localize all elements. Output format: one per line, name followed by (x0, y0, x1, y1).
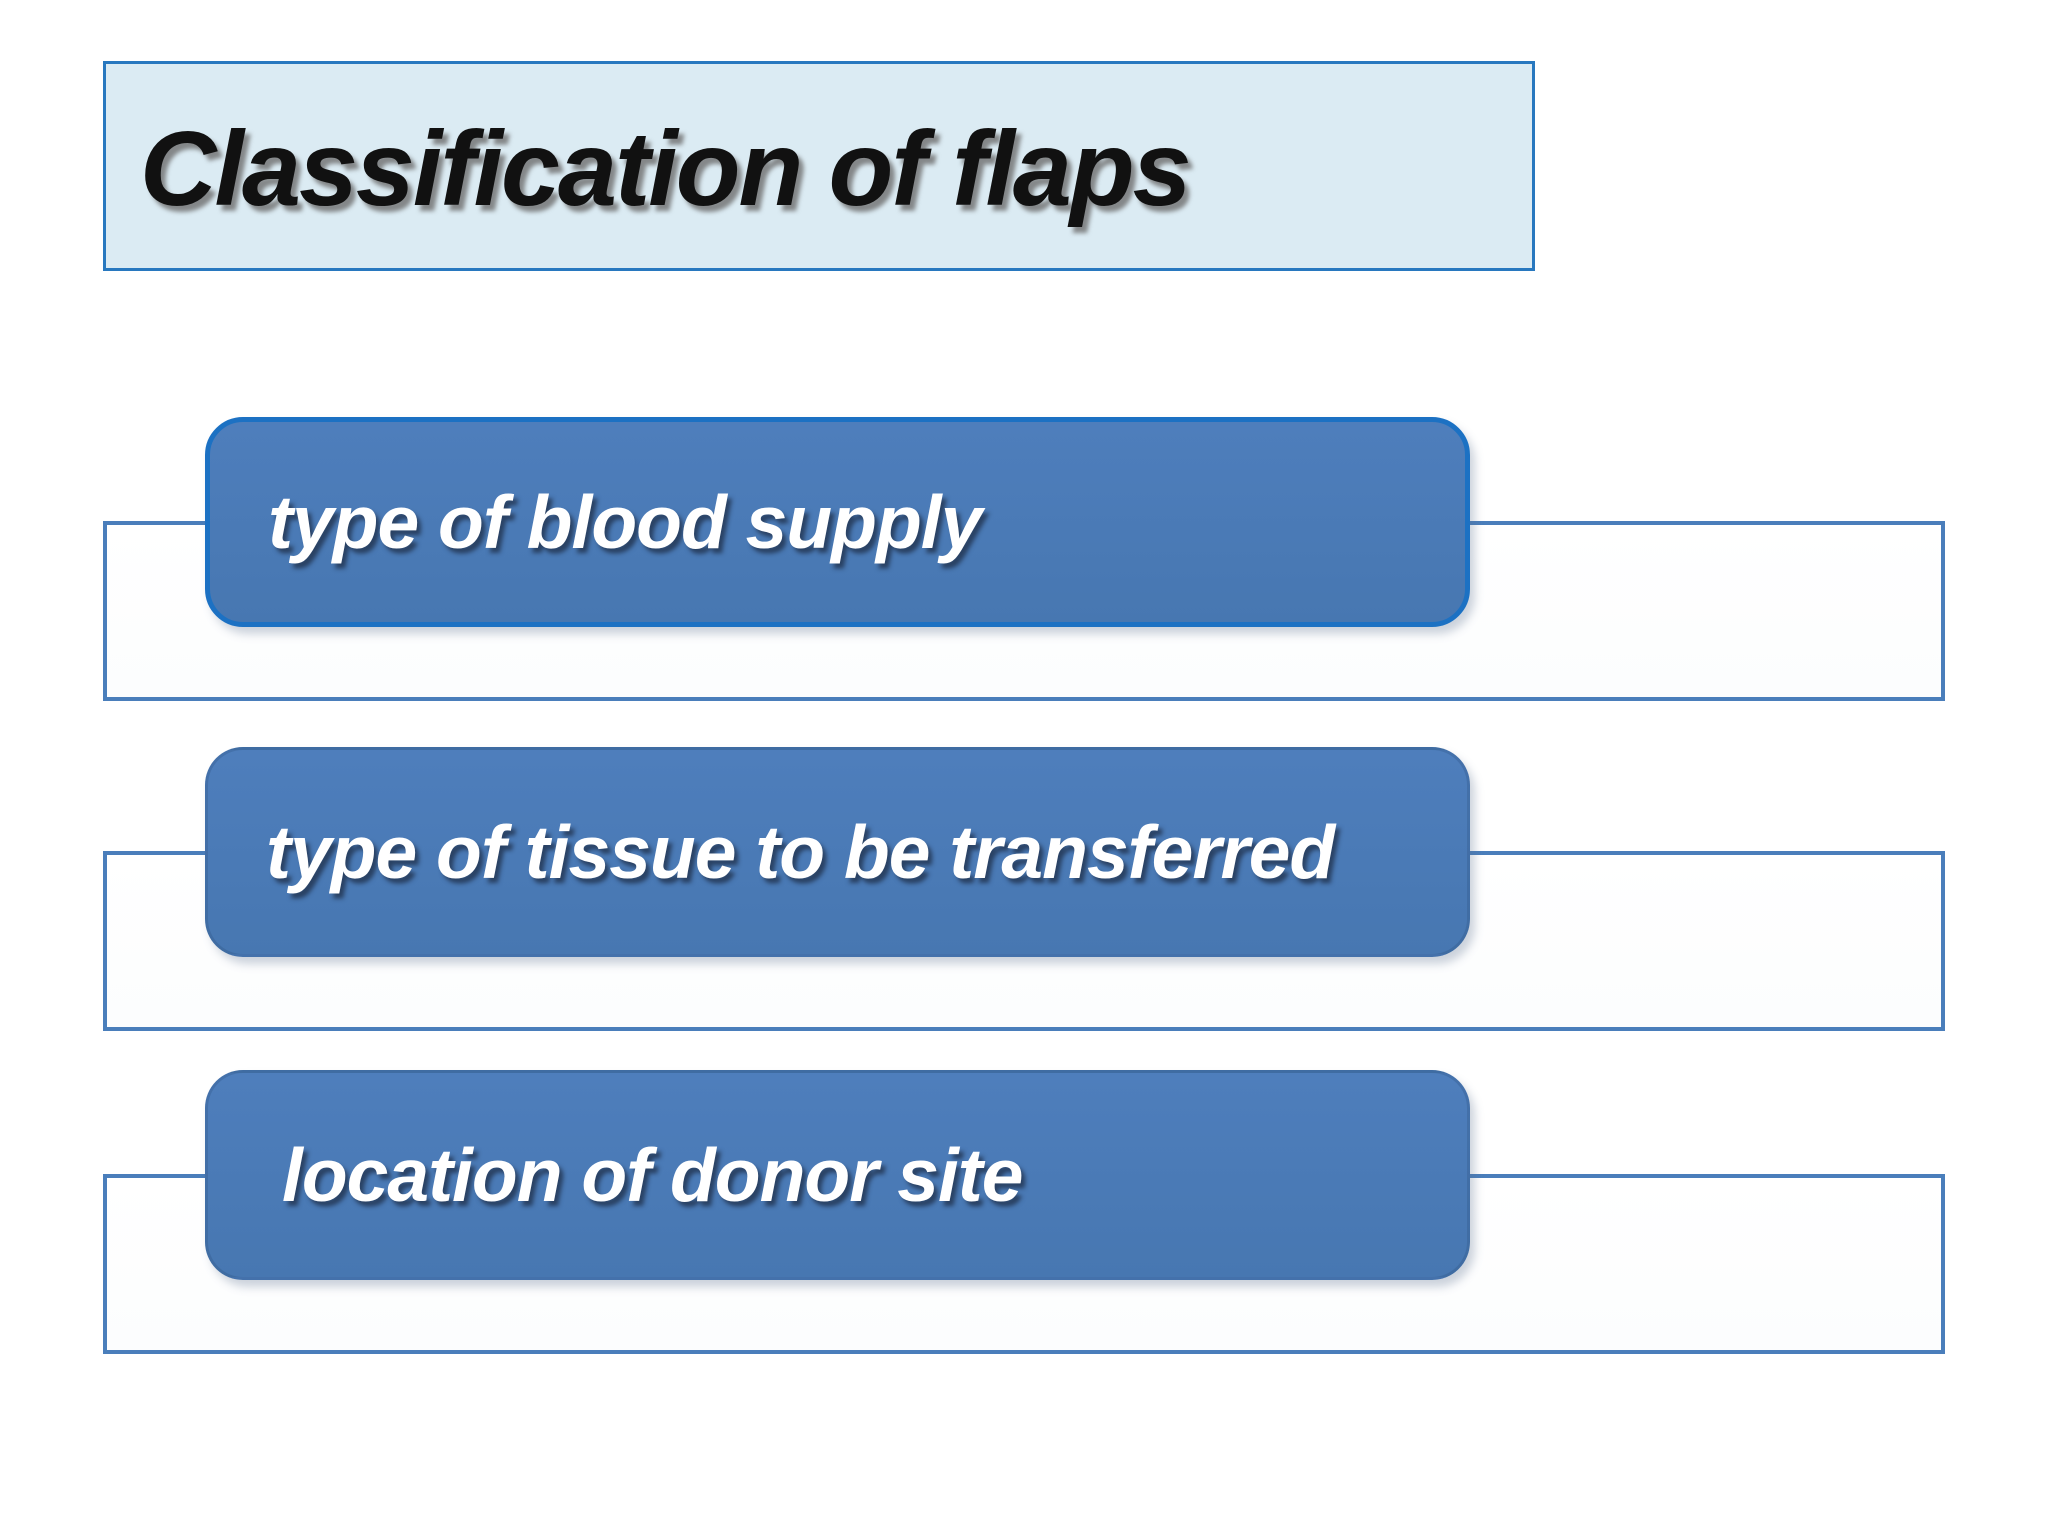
slide-title: Classification of flaps (140, 109, 1192, 228)
item-label: location of donor site (282, 1133, 1023, 1217)
item-label: type of tissue to be transferred (266, 810, 1335, 894)
item-pill: location of donor site (205, 1070, 1470, 1280)
item-pill: type of blood supply (205, 417, 1470, 627)
list-item-row: location of donor site (0, 1070, 2048, 1400)
list-item-row: type of blood supply (0, 417, 2048, 747)
item-label: type of blood supply (268, 480, 982, 564)
item-pill: type of tissue to be transferred (205, 747, 1470, 957)
list-item-row: type of tissue to be transferred (0, 747, 2048, 1077)
slide-title-box: Classification of flaps (103, 61, 1535, 271)
